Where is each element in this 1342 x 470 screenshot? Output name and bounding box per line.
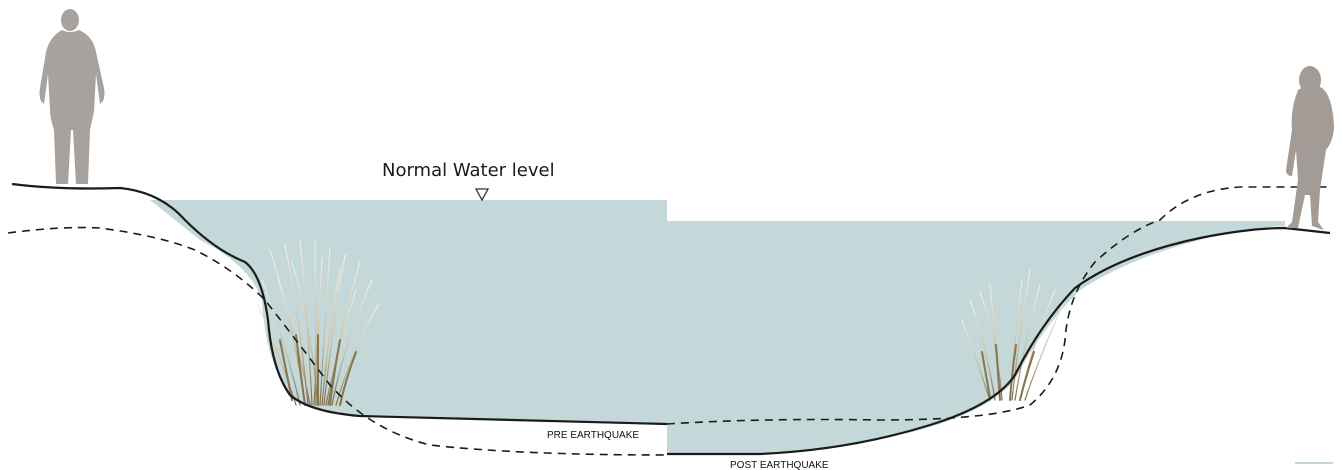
water-pre-earthquake [150, 200, 667, 425]
pre-earthquake-label: PRE EARTHQUAKE [547, 430, 639, 441]
down-triangle-icon [474, 188, 490, 202]
water-post-earthquake [667, 221, 1285, 454]
water-edge-right [1295, 462, 1333, 464]
post-earthquake-profile [667, 226, 1331, 456]
person-silhouette-icon [39, 9, 105, 184]
pre-earthquake-dashed-profile [7, 226, 668, 456]
reed-grass-right-base [981, 344, 1035, 401]
water-level-label: Normal Water level [382, 160, 555, 181]
person-silhouette-icon [1286, 66, 1334, 230]
post-earthquake-label: POST EARTHQUAKE [730, 460, 829, 470]
pre-earthquake-profile [11, 182, 668, 426]
post-earthquake-dashed-profile [666, 186, 1330, 425]
